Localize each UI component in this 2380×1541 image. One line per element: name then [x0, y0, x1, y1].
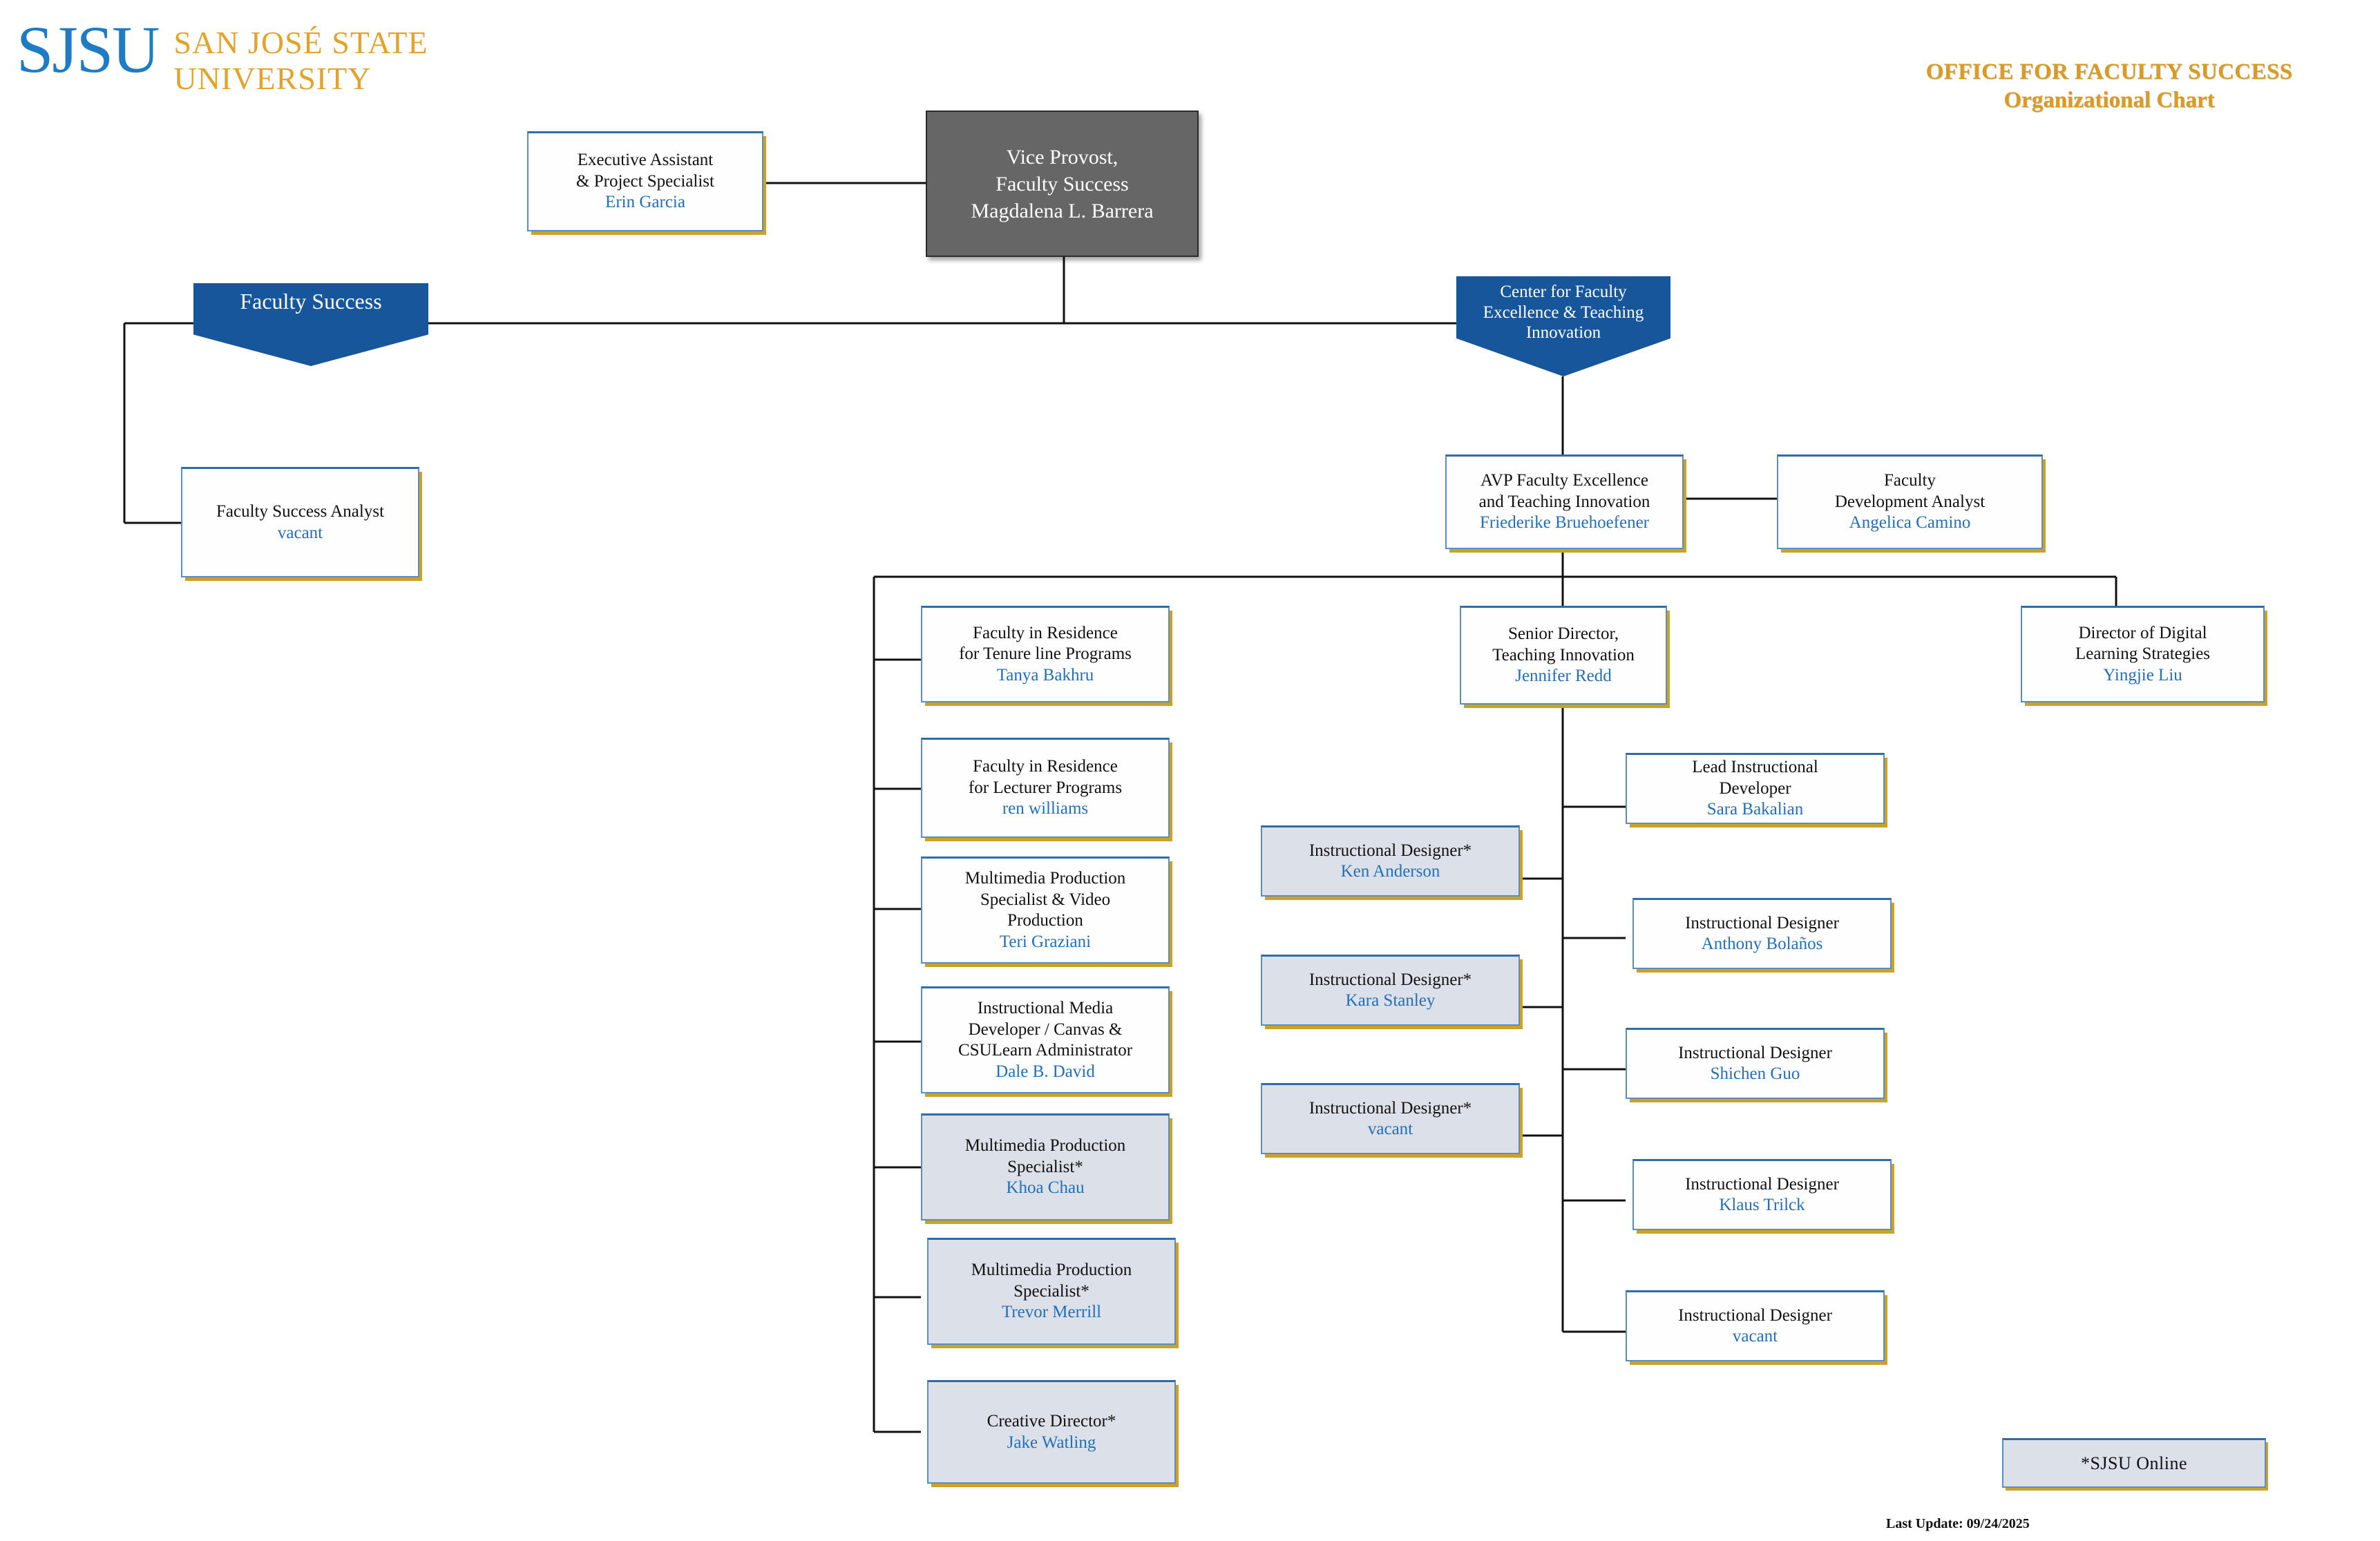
- banner-line2: Excellence & Teaching: [1483, 303, 1644, 322]
- node-person: Anthony Bolaños: [1701, 935, 1823, 953]
- banner-line3: Innovation: [1525, 323, 1601, 342]
- node-person: Yingjie Liu: [2103, 665, 2182, 685]
- node-title-line2: Learning Strategies: [2075, 644, 2211, 664]
- node-title-line1: Instructional Designer*: [1308, 1098, 1472, 1118]
- node-person: Friederike Bruehoefener: [1479, 513, 1650, 533]
- node-title-line1: Instructional Designer: [1685, 1174, 1839, 1194]
- last-update-label: Last Update: 09/24/2025: [1886, 1516, 2030, 1531]
- sjsu-logo-line2: UNIVERSITY: [173, 60, 372, 96]
- node-title-line2: Developer / Canvas &: [968, 1020, 1123, 1039]
- node-person: Sara Bakalian: [1706, 800, 1804, 819]
- node-senior-director-teaching-innovation[interactable]: Senior Director, Teaching Innovation Jen…: [1460, 606, 1667, 705]
- node-instructional-designer-vacant[interactable]: Instructional Designer vacant: [1626, 1290, 1885, 1361]
- node-multimedia-production-specialist-trevor[interactable]: Multimedia Production Specialist* Trevor…: [927, 1238, 1176, 1345]
- node-faculty-success-analyst[interactable]: Faculty Success Analyst vacant: [181, 467, 419, 577]
- node-person: Jake Watling: [1007, 1433, 1096, 1452]
- node-title-line1: Instructional Designer*: [1308, 970, 1472, 989]
- banner-line1: Center for Faculty: [1500, 283, 1627, 301]
- node-title-line2: and Teaching Innovation: [1478, 492, 1650, 511]
- node-title-line1: Senior Director,: [1507, 624, 1619, 644]
- node-instructional-designer-ken-anderson[interactable]: Instructional Designer* Ken Anderson: [1261, 825, 1520, 897]
- sjsu-logo: SJSU SAN JOSÉ STATE UNIVERSITY: [17, 12, 428, 96]
- node-person: vacant: [1732, 1327, 1778, 1346]
- node-title-line1: Instructional Designer: [1678, 1305, 1832, 1325]
- node-title-line1: Faculty: [1884, 471, 1936, 490]
- banner-label: Faculty Success: [240, 289, 382, 314]
- node-title-line1: Instructional Designer*: [1308, 841, 1472, 860]
- node-person: Kara Stanley: [1345, 991, 1436, 1010]
- node-person: Teri Graziani: [999, 932, 1092, 951]
- node-title-line2: Specialist*: [1013, 1281, 1089, 1301]
- legend-label: *SJSU Online: [2080, 1453, 2188, 1473]
- node-title-line1: AVP Faculty Excellence: [1481, 471, 1648, 490]
- node-instructional-designer-klaus-trilck[interactable]: Instructional Designer Klaus Trilck: [1632, 1159, 1892, 1230]
- node-multimedia-production-specialist-khoa[interactable]: Multimedia Production Specialist* Khoa C…: [921, 1113, 1170, 1221]
- node-person: vacant: [277, 523, 323, 542]
- node-lead-instructional-developer[interactable]: Lead Instructional Developer Sara Bakali…: [1626, 753, 1885, 824]
- node-title-line2: for Lecturer Programs: [968, 778, 1123, 797]
- node-title-line1: Executive Assistant: [577, 151, 714, 170]
- node-instructional-designer-vacant-online[interactable]: Instructional Designer* vacant: [1261, 1083, 1520, 1154]
- node-title-line1: Instructional Media: [977, 999, 1114, 1017]
- node-title-line1: Multimedia Production: [964, 869, 1126, 888]
- node-instructional-designer-kara-stanley[interactable]: Instructional Designer* Kara Stanley: [1261, 955, 1520, 1026]
- node-person: Shichen Guo: [1710, 1064, 1800, 1083]
- node-title-line2: Teaching Innovation: [1492, 645, 1635, 664]
- node-person: Trevor Merrill: [1001, 1303, 1102, 1322]
- node-title-line3: CSULearn Administrator: [958, 1041, 1133, 1060]
- node-title-line2: Specialist & Video: [980, 890, 1111, 909]
- node-title-line2: Specialist*: [1007, 1157, 1083, 1176]
- node-creative-director[interactable]: Creative Director* Jake Watling: [927, 1380, 1176, 1484]
- node-title-line1: Multimedia Production: [971, 1261, 1132, 1280]
- node-person: Magdalena L. Barrera: [971, 199, 1154, 222]
- node-person: Khoa Chau: [1006, 1178, 1085, 1198]
- page-title-line1: OFFICE FOR FACULTY SUCCESS: [1925, 59, 2293, 84]
- node-title-line2: Development Analyst: [1834, 492, 1986, 511]
- legend-sjsu-online: *SJSU Online: [2002, 1438, 2266, 1488]
- page-title: OFFICE FOR FACULTY SUCCESS Organizationa…: [1867, 59, 2351, 113]
- node-person: vacant: [1367, 1120, 1413, 1138]
- node-person: Jennifer Redd: [1515, 667, 1612, 686]
- node-title-line2: for Tenure line Programs: [959, 644, 1132, 664]
- node-faculty-in-residence-tenure[interactable]: Faculty in Residence for Tenure line Pro…: [921, 606, 1170, 702]
- node-faculty-in-residence-lecturer[interactable]: Faculty in Residence for Lecturer Progra…: [921, 738, 1170, 838]
- page-title-line2: Organizational Chart: [2003, 88, 2215, 113]
- node-title-line1: Faculty Success Analyst: [216, 502, 385, 521]
- node-title-line1: Instructional Designer: [1685, 913, 1839, 932]
- sjsu-logo-mark: SJSU: [17, 12, 160, 86]
- banner-faculty-success[interactable]: Faculty Success: [193, 283, 428, 366]
- node-title-line1: Lead Instructional: [1692, 758, 1818, 777]
- node-title-line1: Instructional Designer: [1678, 1043, 1832, 1062]
- node-title-line2: Faculty Success: [996, 172, 1129, 195]
- node-title-line1: Vice Provost,: [1006, 145, 1118, 169]
- node-person: Ken Anderson: [1340, 862, 1440, 881]
- node-title-line2: & Project Specialist: [576, 171, 714, 191]
- sjsu-logo-line1: SAN JOSÉ STATE: [173, 25, 428, 60]
- node-title-line1: Faculty in Residence: [973, 623, 1118, 642]
- node-person: Klaus Trilck: [1719, 1196, 1805, 1214]
- node-person: Angelica Camino: [1849, 513, 1971, 533]
- node-title-line1: Director of Digital: [2078, 623, 2207, 642]
- banner-center-faculty-excellence[interactable]: Center for Faculty Excellence & Teaching…: [1456, 276, 1670, 376]
- node-instructional-designer-anthony-bolanos[interactable]: Instructional Designer Anthony Bolaños: [1632, 898, 1892, 969]
- node-vice-provost[interactable]: Vice Provost, Faculty Success Magdalena …: [926, 111, 1199, 257]
- node-instructional-media-developer[interactable]: Instructional Media Developer / Canvas &…: [921, 986, 1170, 1093]
- node-title-line2: Developer: [1719, 778, 1791, 798]
- node-executive-assistant[interactable]: Executive Assistant & Project Specialist…: [527, 131, 763, 231]
- sjsu-logo-wordmark: SAN JOSÉ STATE UNIVERSITY: [173, 18, 428, 96]
- node-director-digital-learning-strategies[interactable]: Director of Digital Learning Strategies …: [2021, 606, 2265, 702]
- node-avp-faculty-excellence[interactable]: AVP Faculty Excellence and Teaching Inno…: [1445, 454, 1684, 549]
- node-title-line1: Creative Director*: [987, 1412, 1116, 1430]
- node-person: Dale B. David: [996, 1062, 1095, 1081]
- node-person: Erin Garcia: [605, 193, 685, 212]
- node-person: ren williams: [1002, 799, 1089, 819]
- node-instructional-designer-shichen-guo[interactable]: Instructional Designer Shichen Guo: [1626, 1028, 1885, 1099]
- node-title-line1: Multimedia Production: [964, 1136, 1126, 1156]
- node-faculty-development-analyst[interactable]: Faculty Development Analyst Angelica Cam…: [1777, 454, 2043, 549]
- node-title-line3: Production: [1007, 911, 1083, 930]
- node-person: Tanya Bakhru: [996, 665, 1094, 685]
- node-title-line1: Faculty in Residence: [973, 757, 1118, 776]
- node-multimedia-production-video[interactable]: Multimedia Production Specialist & Video…: [921, 856, 1170, 964]
